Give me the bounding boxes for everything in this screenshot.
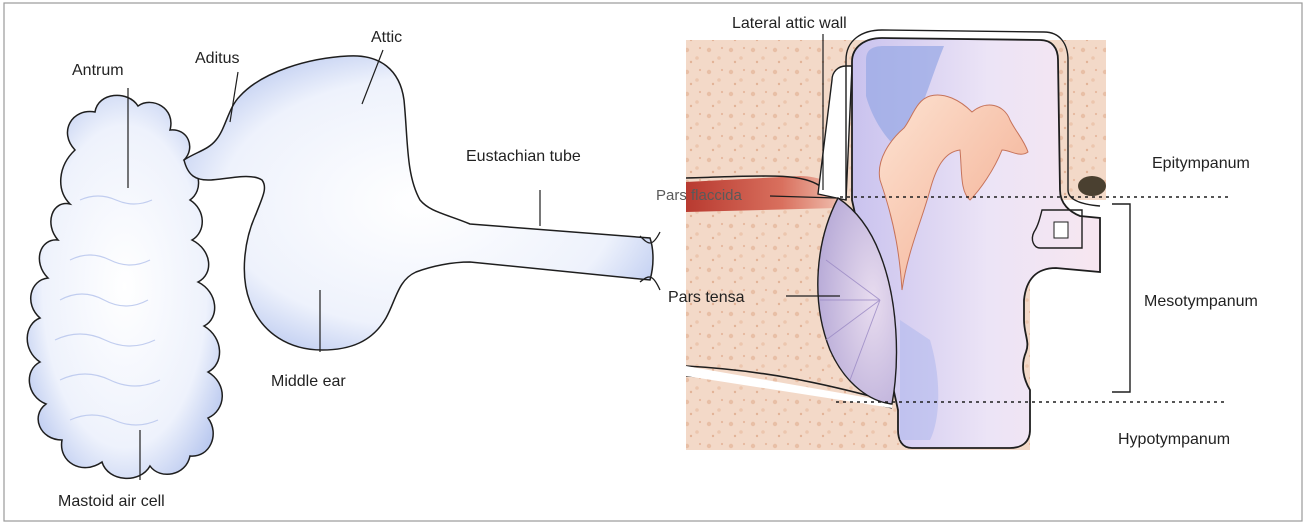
middle-ear-lumen [184,56,653,350]
label-eustachian-tube: Eustachian tube [466,149,581,165]
mastoid-air-cells [27,95,222,478]
right-panel-artwork [686,30,1228,450]
label-pars-tensa: Pars tensa [668,290,744,306]
label-hypotympanum: Hypotympanum [1118,432,1230,448]
label-antrum: Antrum [72,63,124,79]
label-mesotympanum: Mesotympanum [1144,294,1258,310]
label-attic: Attic [371,30,402,46]
left-panel-artwork [27,50,660,480]
dark-mass [1078,176,1106,196]
label-mastoid-air-cell: Mastoid air cell [58,494,165,510]
mesotympanum-bracket [1112,204,1130,392]
label-aditus: Aditus [195,51,239,67]
label-middle-ear: Middle ear [271,374,346,390]
label-pars-flaccida: Pars flaccida [656,188,742,203]
label-lateral-attic-wall: Lateral attic wall [732,16,847,32]
label-epitympanum: Epitympanum [1152,156,1250,172]
